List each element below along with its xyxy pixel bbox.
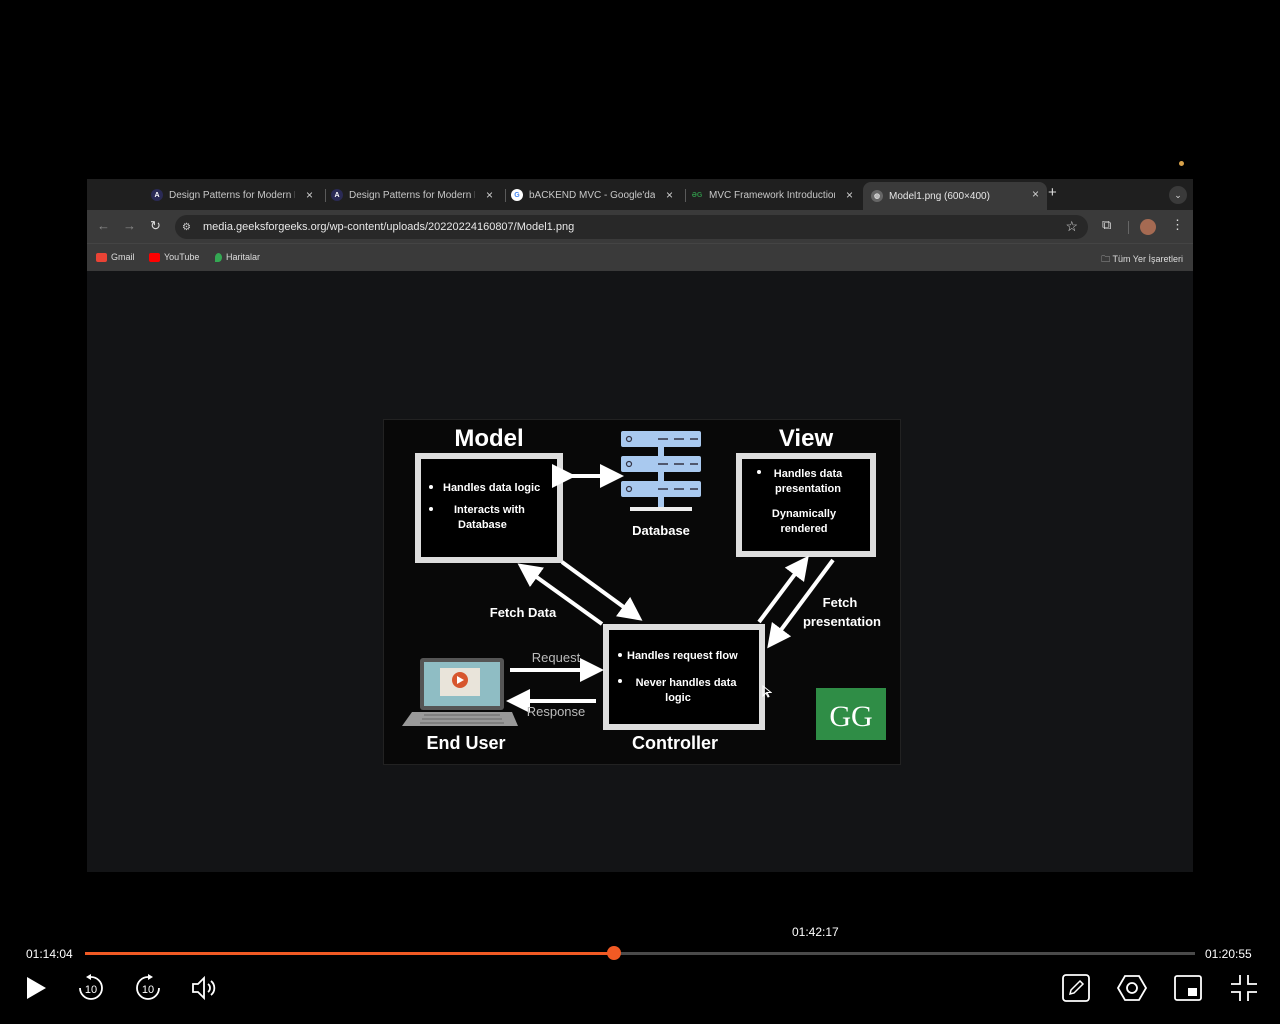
maps-icon (215, 252, 222, 262)
globe-icon: ◍ (871, 190, 883, 202)
bookmark-star-icon[interactable]: ☆ (1065, 218, 1078, 234)
model-item: Database (458, 519, 507, 531)
bookmark-youtube[interactable]: YouTube (149, 252, 199, 262)
forward-icon[interactable]: → (123, 218, 136, 233)
angular-icon: A (331, 189, 343, 201)
mouse-cursor-icon (762, 685, 772, 698)
play-icon (27, 977, 46, 999)
play-button[interactable] (18, 970, 54, 1006)
address-bar[interactable]: ⚙ media.geeksforgeeks.org/wp-content/upl… (175, 215, 1088, 239)
database-icon (621, 431, 701, 511)
model-item: Interacts with (454, 504, 525, 516)
url-text: media.geeksforgeeks.org/wp-content/uploa… (203, 221, 575, 233)
fetch-presentation-label: Fetch (823, 595, 858, 610)
close-tab-icon[interactable]: × (305, 188, 313, 202)
controller-item: Never handles data (636, 677, 738, 689)
volume-icon (192, 975, 216, 1001)
fetch-data-label: Fetch Data (490, 605, 557, 620)
logo-text: GG (829, 700, 872, 733)
google-icon: G (511, 189, 523, 201)
recording-indicator (1179, 161, 1184, 166)
picture-in-picture-icon (1174, 975, 1202, 1001)
youtube-icon (149, 252, 160, 262)
model-to-controller-arrow (560, 560, 643, 621)
settings-button[interactable] (1114, 970, 1150, 1006)
tab-search-icon[interactable]: ⌄ (1169, 186, 1187, 204)
controller-item: logic (665, 692, 691, 704)
rewind-10-button[interactable]: 10 (73, 970, 109, 1006)
view-item: rendered (780, 523, 827, 535)
browser-tab-strip: A Design Patterns for Modern B × A Desig… (87, 179, 1193, 210)
view-item: presentation (775, 483, 841, 495)
browser-tab[interactable]: ƏG MVC Framework Introduction × (691, 188, 853, 202)
picture-in-picture-button[interactable] (1170, 970, 1206, 1006)
site-settings-icon[interactable]: ⚙ (182, 221, 191, 233)
view-box (736, 453, 876, 557)
current-time: 01:14:04 (26, 947, 73, 961)
database-label: Database (632, 523, 690, 538)
close-tab-icon[interactable]: × (485, 188, 493, 202)
menu-icon[interactable]: ⋮ (1171, 217, 1184, 232)
svg-text:10: 10 (142, 984, 154, 996)
fetch-presentation-label: presentation (803, 614, 881, 629)
pencil-icon (1062, 974, 1090, 1002)
angular-icon: A (151, 189, 163, 201)
video-frame[interactable]: A Design Patterns for Modern B × A Desig… (87, 179, 1193, 872)
settings-icon (1117, 975, 1147, 1001)
browser-tab[interactable]: A Design Patterns for Modern B × (151, 183, 321, 207)
bookmark-maps[interactable]: Haritalar (215, 252, 260, 262)
extensions-icon[interactable]: ⧉ (1102, 217, 1112, 232)
exit-fullscreen-icon (1231, 975, 1257, 1001)
model-title: Model (454, 425, 523, 452)
all-bookmarks[interactable]: 🗀 Tüm Yer İşaretleri (1101, 254, 1183, 264)
forward-10-button[interactable]: 10 (130, 970, 166, 1006)
controller-to-model-arrow (517, 563, 604, 626)
geeksforgeeks-icon: ƏG (691, 191, 703, 199)
mvc-diagram-image: Model Handles data logic Interacts with … (383, 419, 901, 765)
new-tab-button[interactable]: + (1048, 184, 1057, 201)
close-tab-icon[interactable]: × (665, 188, 673, 202)
page-content: Model Handles data logic Interacts with … (87, 271, 1193, 872)
seek-bar-handle[interactable] (607, 946, 622, 960)
controller-box (603, 624, 765, 730)
view-to-controller-arrow (767, 558, 835, 649)
laptop-icon (402, 658, 518, 726)
response-label: Response (527, 704, 586, 719)
browser-toolbar: ← → ↻ ⚙ media.geeksforgeeks.org/wp-conte… (87, 210, 1193, 243)
model-box (415, 453, 563, 563)
gmail-icon (96, 252, 107, 262)
view-title: View (779, 425, 834, 452)
browser-tab[interactable]: A Design Patterns for Modern B × (331, 183, 501, 207)
volume-button[interactable] (186, 970, 222, 1006)
close-tab-icon[interactable]: × (845, 188, 853, 202)
seek-bar[interactable] (85, 946, 1195, 960)
folder-icon: 🗀 (1101, 254, 1113, 264)
forward-10-icon: 10 (136, 974, 160, 1000)
end-user-label: End User (426, 733, 505, 753)
model-item: Handles data logic (443, 482, 540, 494)
bookmark-gmail[interactable]: Gmail (96, 252, 135, 262)
exit-fullscreen-button[interactable] (1226, 970, 1262, 1006)
hover-time-tooltip: 01:42:17 (792, 925, 839, 939)
reload-icon[interactable]: ↻ (150, 218, 161, 233)
total-time: 01:20:55 (1205, 947, 1252, 961)
controller-item: Handles request flow (627, 650, 738, 662)
view-item: Dynamically (772, 508, 837, 520)
close-tab-icon[interactable]: × (1031, 187, 1039, 201)
browser-tab[interactable]: G bACKEND MVC - Google'da A × (511, 183, 681, 207)
back-icon[interactable]: ← (97, 218, 110, 233)
controller-to-view-arrow (757, 555, 809, 624)
profile-avatar[interactable] (1140, 219, 1156, 235)
bookmarks-bar: Gmail YouTube Haritalar 🗀 Tüm Yer İşaret… (87, 243, 1193, 272)
seek-bar-played (85, 952, 615, 955)
geeksforgeeks-logo (816, 688, 886, 740)
browser-tab-active[interactable]: ◍ Model1.png (600×400) × (863, 182, 1047, 210)
controller-title: Controller (632, 733, 718, 753)
annotate-button[interactable] (1058, 970, 1094, 1006)
rewind-10-icon: 10 (79, 974, 103, 1000)
request-label: Request (532, 650, 581, 665)
svg-text:10: 10 (85, 984, 97, 996)
view-item: Handles data (774, 468, 843, 480)
